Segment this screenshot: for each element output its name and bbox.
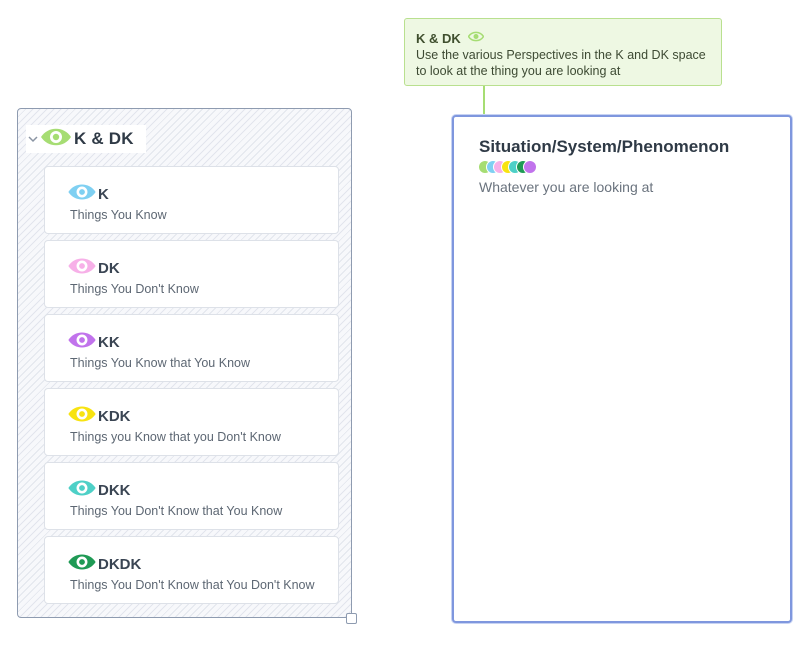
eye-icon <box>40 126 72 153</box>
card-title: KDK <box>98 408 131 425</box>
group-header[interactable]: K & DK <box>26 125 146 153</box>
perspective-note[interactable]: K & DK Use the various Perspectives in t… <box>404 18 722 86</box>
card-title: DK <box>98 260 120 277</box>
system-description: Whatever you are looking at <box>479 179 654 195</box>
card-title: DKDK <box>98 556 142 573</box>
note-text: Use the various Perspectives in the K an… <box>416 48 706 78</box>
perspective-card[interactable]: K Things You Know <box>44 166 339 234</box>
perspective-card[interactable]: KDK Things you Know that you Don't Know <box>44 388 339 456</box>
perspective-tag-dot <box>524 161 536 173</box>
eye-icon <box>67 330 97 355</box>
chevron-down-icon[interactable] <box>26 132 40 146</box>
group-title: K & DK <box>74 129 134 148</box>
perspective-card[interactable]: DKK Things You Don't Know that You Know <box>44 462 339 530</box>
system-title: Situation/System/Phenomenon <box>479 137 730 156</box>
perspective-card[interactable]: DK Things You Don't Know <box>44 240 339 308</box>
eye-icon <box>67 182 97 207</box>
eye-icon <box>67 256 97 281</box>
note-title: K & DK <box>416 30 461 46</box>
perspective-card[interactable]: KK Things You Know that You Know <box>44 314 339 382</box>
resize-handle[interactable] <box>346 613 357 624</box>
card-description: Things You Don't Know that You Don't Kno… <box>70 578 315 592</box>
card-description: Things You Know that You Know <box>70 356 251 370</box>
eye-icon <box>67 552 97 577</box>
card-description: Things you Know that you Don't Know <box>70 430 281 444</box>
card-description: Things You Don't Know that You Know <box>70 504 283 518</box>
eye-icon <box>67 404 97 429</box>
eye-icon <box>467 29 485 47</box>
card-title: K <box>98 186 109 203</box>
card-title: DKK <box>98 482 131 499</box>
perspective-card[interactable]: DKDK Things You Don't Know that You Don't… <box>44 536 339 604</box>
note-connector <box>483 86 485 138</box>
system-card[interactable]: Situation/System/Phenomenon Whatever you… <box>452 115 792 623</box>
card-description: Things You Know <box>70 208 167 222</box>
card-title: KK <box>98 334 120 351</box>
card-description: Things You Don't Know <box>70 282 199 296</box>
eye-icon <box>67 478 97 503</box>
